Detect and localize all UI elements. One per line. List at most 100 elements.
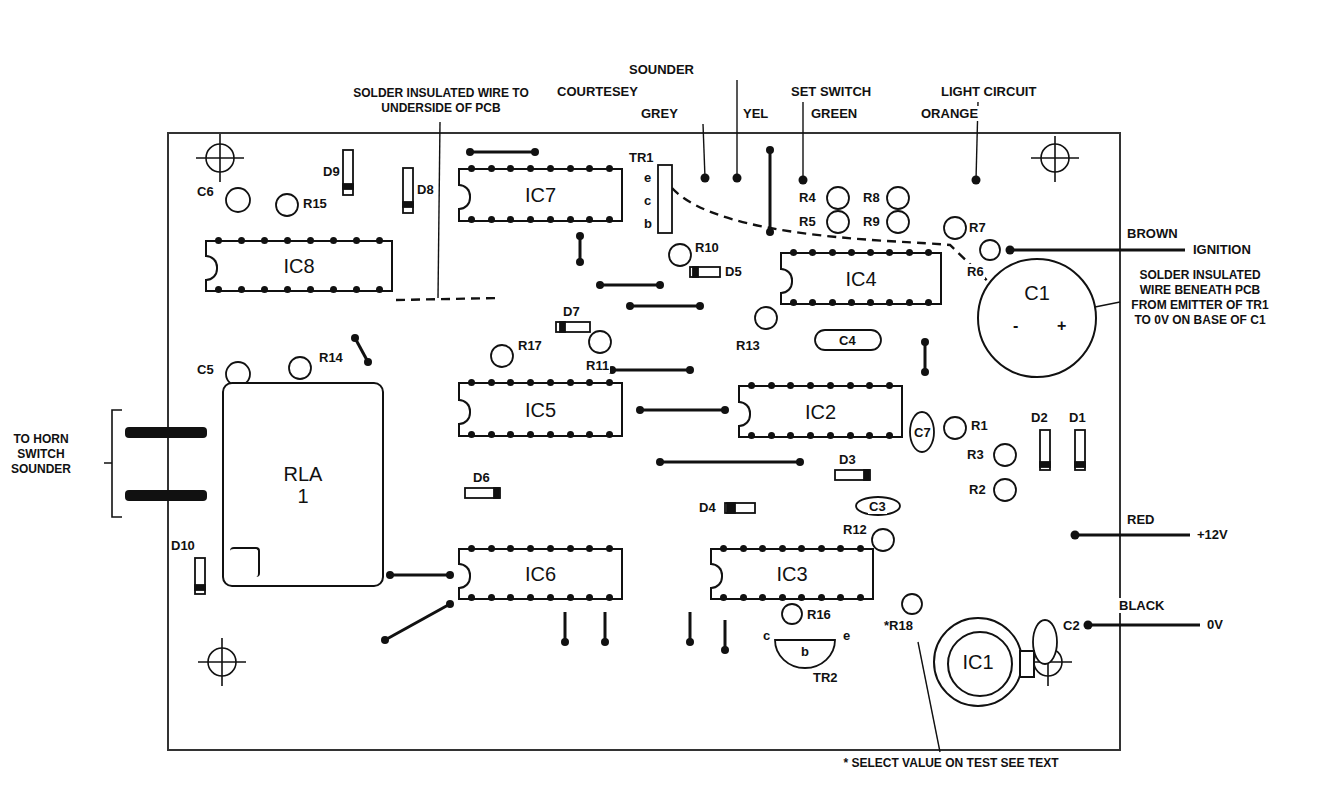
ic-pin [606, 431, 613, 438]
ic-pin [468, 165, 475, 172]
horn-wires [125, 427, 207, 501]
wire-label: BROWN [1126, 226, 1179, 241]
ic-pin [488, 216, 495, 223]
component-label: R3 [966, 447, 985, 462]
ic-pin [353, 286, 360, 293]
component-label: C6 [196, 184, 215, 199]
ic-pin [837, 545, 844, 552]
ic-pin [488, 545, 495, 552]
component-label: R8 [862, 190, 881, 205]
wire-label: GREY [640, 106, 679, 121]
component-label: e [643, 170, 652, 185]
component-label: R12 [842, 522, 868, 537]
component-label: D2 [1030, 410, 1049, 425]
bracket [104, 410, 122, 517]
component-label: e [842, 628, 851, 643]
ic-pin [547, 165, 554, 172]
ic-pin [567, 216, 574, 223]
ic-pin [307, 237, 314, 244]
wire-label: +12V [1196, 527, 1229, 542]
component-label: C7 [913, 425, 932, 440]
ic-pin [261, 286, 268, 293]
ic-pin [215, 237, 222, 244]
ic-notch [780, 268, 793, 294]
ic-pin [586, 594, 593, 601]
component-label: - [1012, 318, 1019, 333]
component-label: R10 [694, 240, 720, 255]
ic-pin [798, 545, 805, 552]
component-label: R9 [862, 214, 881, 229]
component-label: TR2 [812, 670, 839, 685]
ic-notch [458, 563, 471, 589]
ic-pin [925, 249, 932, 256]
ic-pin [798, 594, 805, 601]
ic-pin [468, 216, 475, 223]
component-ref: IC7 [525, 184, 556, 206]
ic-pin [867, 299, 874, 306]
ic-pin [567, 379, 574, 386]
ic-pin [829, 249, 836, 256]
ic-pin [376, 237, 383, 244]
ic-pin [527, 379, 534, 386]
ic-pin [787, 382, 794, 389]
ic-pin [606, 216, 613, 223]
ic-notch [458, 399, 471, 425]
ic-package: IC7 [458, 168, 623, 222]
component-label: D10 [170, 538, 196, 553]
ic-pin [527, 216, 534, 223]
ic-pin [488, 379, 495, 386]
ic-pin [284, 286, 291, 293]
wire-label: IGNITION [1192, 242, 1252, 257]
ic-pin [468, 379, 475, 386]
ic-pin [787, 432, 794, 439]
ic-pin [586, 431, 593, 438]
ic-pin [886, 382, 893, 389]
ic-pin [925, 299, 932, 306]
ic-notch [738, 401, 751, 427]
wire-label: YEL [742, 106, 769, 121]
component-label: D9 [322, 164, 341, 179]
ic-pin [790, 249, 797, 256]
ic-package: IC3 [710, 548, 874, 600]
component-label: + [1056, 318, 1067, 333]
component-label: D3 [838, 452, 857, 467]
ic-pin [809, 249, 816, 256]
component-ref: IC8 [283, 255, 314, 277]
ic-pin [847, 382, 854, 389]
ic-pin [768, 432, 775, 439]
component-label: b [643, 216, 653, 231]
ic-pin [827, 432, 834, 439]
ic-notch [205, 255, 218, 281]
ic-pin [606, 165, 613, 172]
ic-pin [837, 594, 844, 601]
ic-pin [847, 432, 854, 439]
wire-label: RED [1126, 512, 1155, 527]
ic-pin [376, 286, 383, 293]
ic-pin [848, 249, 855, 256]
component-label: R11 [585, 358, 610, 373]
ic-pin [886, 299, 893, 306]
wire-label: SET SWITCH [790, 84, 872, 99]
ic-pin [507, 165, 514, 172]
ic-pin [759, 545, 766, 552]
component-label: R2 [968, 482, 987, 497]
wire-label: 0V [1206, 617, 1224, 632]
pads [351, 146, 1093, 654]
ic-pin [527, 431, 534, 438]
ic-pin [720, 594, 727, 601]
ic-pin [567, 545, 574, 552]
note-text: SOLDER INSULATED WIRE BENEATH PCB FROM E… [1124, 268, 1276, 328]
relay-pin-block [230, 547, 260, 577]
ic-pin [527, 165, 534, 172]
ic-pin [330, 237, 337, 244]
ic-pin [906, 249, 913, 256]
ic-package: IC8 [205, 240, 393, 292]
ic-pin [790, 299, 797, 306]
component-label: R14 [318, 350, 344, 365]
component-ref: IC1 [962, 651, 993, 673]
component-label: *R18 [883, 618, 914, 633]
ic-pin [586, 216, 593, 223]
wire-label: SOUNDER [628, 62, 695, 77]
component-label: C3 [868, 499, 887, 514]
